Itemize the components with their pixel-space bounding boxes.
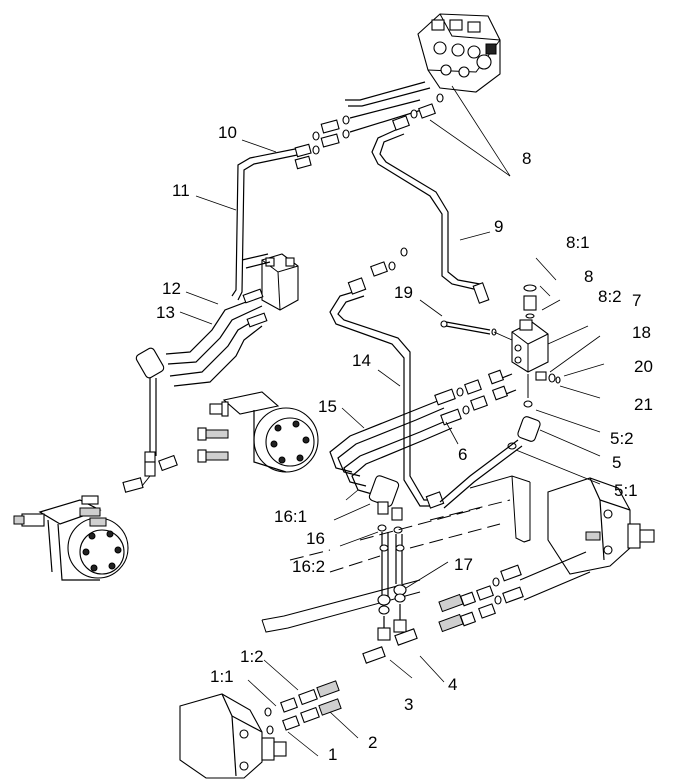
motor-upper-left <box>197 391 319 473</box>
callout-14: 14 <box>352 351 371 370</box>
callout-8-main: 8 <box>522 149 531 168</box>
tube-8-9 <box>371 93 490 304</box>
callout-5-1: 5:1 <box>614 481 638 500</box>
callout-16-2: 16:2 <box>292 557 325 576</box>
elbow-5 <box>439 416 541 509</box>
callout-15: 15 <box>318 397 337 416</box>
callout-4: 4 <box>448 675 457 694</box>
motor-right <box>547 477 655 575</box>
valve-block-7 <box>511 284 561 408</box>
fittings-10 <box>294 99 429 170</box>
control-valve <box>417 13 501 93</box>
tube-14 <box>329 247 445 509</box>
flow-divider <box>241 253 299 311</box>
tubes-6-15 <box>329 369 517 495</box>
callout-5-2: 5:2 <box>610 429 634 448</box>
callout-16-1: 16:1 <box>274 507 307 526</box>
fittings-bottom-motor <box>264 680 342 735</box>
callout-17: 17 <box>454 555 473 574</box>
callout-16: 16 <box>306 529 325 548</box>
leader-lines <box>179 139 605 757</box>
callout-11: 11 <box>172 181 190 200</box>
elbow-16 <box>368 475 403 598</box>
callout-21: 21 <box>634 395 653 414</box>
callout-9: 9 <box>494 217 503 236</box>
callout-3: 3 <box>404 695 413 714</box>
frame-plate <box>261 475 531 633</box>
tubes-12-13 <box>165 288 268 387</box>
callout-19: 19 <box>394 283 413 302</box>
elbow-left <box>122 347 178 493</box>
leader-8 <box>429 85 511 177</box>
callout-18: 18 <box>632 323 651 342</box>
callout-7: 7 <box>632 291 641 310</box>
callout-1-2: 1:2 <box>240 647 264 666</box>
callout-2: 2 <box>368 733 377 752</box>
callout-12: 12 <box>162 279 181 298</box>
callout-1: 1 <box>328 745 337 764</box>
bolt-19 <box>419 299 513 341</box>
fittings-17 <box>362 584 418 664</box>
callout-8-2: 8:2 <box>598 287 622 306</box>
motor-lower-left <box>13 495 129 581</box>
callout-1-1: 1:1 <box>210 667 234 686</box>
fittings-right-motor <box>438 551 591 633</box>
callout-5: 5 <box>612 453 621 472</box>
tube-10 <box>231 81 431 301</box>
callout-10: 10 <box>218 123 237 142</box>
callout-20: 20 <box>634 357 653 376</box>
callout-8-1: 8:1 <box>566 233 590 252</box>
motor-bottom <box>179 693 287 779</box>
callout-6: 6 <box>458 445 467 464</box>
callout-13: 13 <box>156 303 175 322</box>
callout-8-block: 8 <box>584 267 593 286</box>
